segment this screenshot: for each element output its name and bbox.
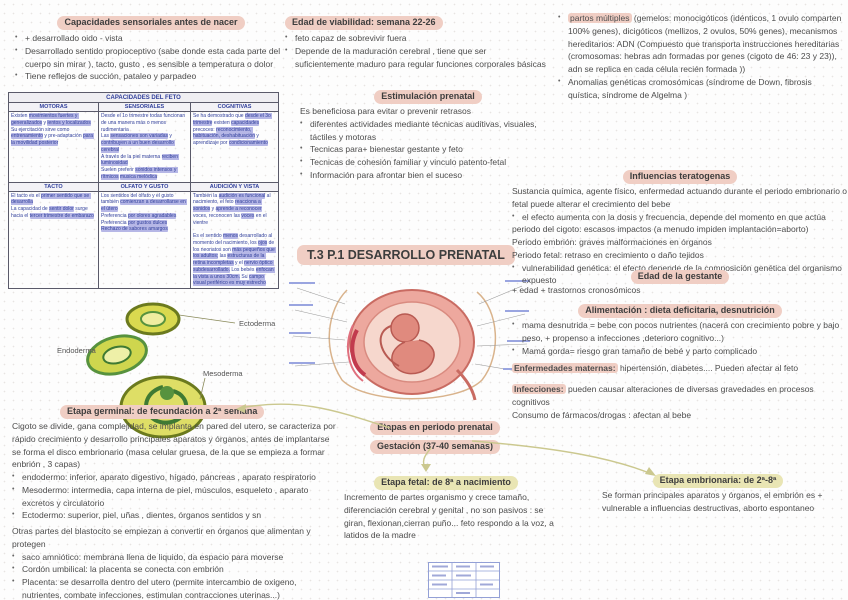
infections-label: Infecciones: [512,384,566,394]
section-embryonic: Etapa embrionaria: de 2ª-8ª Se forman pr… [592,470,844,515]
multiple-births-text: (gemelos: monocigóticos (idénticos, 1 ov… [568,13,842,74]
section-fetal-title: Etapa fetal: de 8ª a nacimiento [374,476,518,490]
list-item: •diferentes actividades mediante técnica… [300,118,537,142]
teratogens-line: Periodo fetal: retraso en crecimiento o … [512,249,704,260]
label-mesoderm: Mesoderma [203,369,243,378]
teratogens-line: Periodo embrión: graves malformaciones e… [512,237,712,247]
list-item: •Placenta: se desarrolla dentro del uter… [12,577,297,600]
maternal-diseases-label: Enfermedades maternas: [512,363,618,373]
infections-text: pueden causar alteraciones de diversas g… [512,384,814,407]
germinal-paragraph: Cigoto se divide, gana complejidad, se i… [12,421,336,470]
table-title: CAPACIDADES DEL FETO [7,92,280,103]
column-header: AUDICIÓN Y VISTA [189,181,280,192]
list-item: •Ectodermo: superior, piel, uñas , dient… [12,510,262,521]
list-item: •mama desnutrida = bebe con pocos nutrie… [512,320,840,343]
teratogens-line: periodo del cigoto: escasos impactos (a … [512,224,809,235]
gestant-age-text: + edad + trastornos cronosómicos [512,285,641,295]
teratogens-line: Sustancia química, agente físico, enferm… [512,186,848,209]
column-header: SENSORIALES [98,102,191,112]
list-item: •Tecnicas de cohesión familiar y vinculo… [300,157,507,167]
table-cell-audicion: También la audición es funcional al naci… [189,190,280,289]
stages-node-line2: Gestación (37-40 semanas) [369,440,501,454]
column-header: MOTORAS [8,102,99,112]
germinal-paragraph: Otras partes del blastocito se empiezan … [12,526,311,549]
section-alimentation-title: Alimentación : dieta deficitaria, desnut… [578,304,782,318]
maternal-diseases-text: hipertensión, diabetes.... Pueden afecta… [617,363,799,373]
list-item: •saco amniótico: membrana llena de liqui… [12,551,284,562]
stimulation-intro: Es beneficiosa para evitar o prevenir re… [300,106,472,116]
list-item: •Desarrollado sentido propioceptivo (sab… [15,45,281,69]
stages-node: Etapas en periodo prenatal Gestación (37… [365,417,505,454]
section-stimulation-title: Estimulación prenatal [374,90,482,104]
list-item: •Tecnicas para+ bienestar gestante y fet… [300,144,463,155]
label-ectoderm: Ectoderma [239,319,276,328]
column-header: TACTO [8,181,99,192]
list-item: • partos múltiples (gemelos: monocigótic… [558,13,842,74]
list-item: •feto capaz de sobrevivir fuera [285,33,407,43]
section-gestant-age: Edad de la gestante + edad + trastornos … [512,266,848,297]
list-item: •Mamá gorda= riesgo gran tamaño de bebé … [512,345,758,356]
list-item: •Anomalias genéticas cromosómicas (síndr… [558,76,812,100]
list-item: •endodermo: inferior, aparato digestivo,… [12,472,316,482]
table-cell-olfato: Los sentidos del olfato y el gusto tambi… [98,190,191,289]
section-viability: Edad de viabilidad: semana 22-26 •feto c… [285,12,547,70]
section-genetics: • partos múltiples (gemelos: monocigótic… [558,12,844,101]
embryonic-text: Se forman principales aparatos y órganos… [602,490,823,513]
section-teratogens: Influencias teratogenas Sustancia químic… [512,166,848,287]
multiple-births-label: partos múltiples [568,13,632,23]
section-sensory-title: Capacidades sensoriales antes de nacer [57,16,245,30]
list-item: •Tiene reflejos de succión, pataleo y pa… [15,71,197,82]
section-germinal-title: Etapa germinal: de fecundación a 2ª sema… [60,405,265,419]
page-title: T.3 P.1 DESARROLLO PRENATAL [297,245,515,266]
fetal-text: Incremento de partes organismo y crece t… [344,492,554,541]
label-endoderm: Endoderma [57,346,97,355]
section-teratogens-title: Influencias teratogenas [622,170,738,184]
stages-node-line1: Etapas en periodo prenatal [370,421,500,435]
section-germinal: Etapa germinal: de fecundación a 2ª sema… [12,401,338,600]
table-cell-tacto: El tacto es el primer sentido que se des… [8,190,99,289]
section-sensory: Capacidades sensoriales antes de nacer •… [15,12,287,83]
list-item: •vulnerabilidad genética: el efecto depe… [512,262,842,286]
column-header: OLFATO Y GUSTO [98,181,191,192]
list-item: •el efecto aumenta con la dosis y frecue… [512,211,826,222]
list-item: •Mesodermo: intermedia, capa interna de … [12,484,309,508]
section-viability-title: Edad de viabilidad: semana 22-26 [285,16,443,30]
list-item: •+ desarrollado oido - vista [15,33,123,43]
table-cell-cognitivas: Se ha demostrado que desde el 3o trimest… [189,111,280,183]
column-header: COGNITIVAS [189,102,280,112]
section-embryonic-title: Etapa embrionaria: de 2ª-8ª [652,474,784,488]
section-gestant-age-title: Edad de la gestante [630,270,730,284]
section-infections: Infecciones: pueden causar alteraciones … [512,383,848,421]
drugs-text: Consumo de fármacos/drogas : afectan al … [512,409,692,420]
mini-table-graphic [428,562,500,598]
section-fetal: Etapa fetal: de 8ª a nacimiento Incremen… [332,472,560,542]
section-stimulation: Estimulación prenatal Es beneficiosa par… [300,86,556,182]
fetus-capacities-table: CAPACIDADES DEL FETO MOTORAS SENSORIALES… [7,92,280,289]
fetus-diagram [289,280,530,401]
list-item: •Cordón umbilical: la placenta se conect… [12,564,224,575]
section-maternal-diseases: Enfermedades maternas: hipertensión, dia… [512,362,848,375]
list-item: •Depende de la maduración cerebral , tie… [285,45,546,69]
section-alimentation: Alimentación : dieta deficitaria, desnut… [512,300,848,357]
list-item: •Información para afrontar bien el suces… [300,169,463,180]
table-cell-sensoriales: Desde el 1o trimestre todas funcionan de… [98,111,191,183]
table-cell-motoras: Existen movimientos fuertes y generaliza… [8,111,99,183]
